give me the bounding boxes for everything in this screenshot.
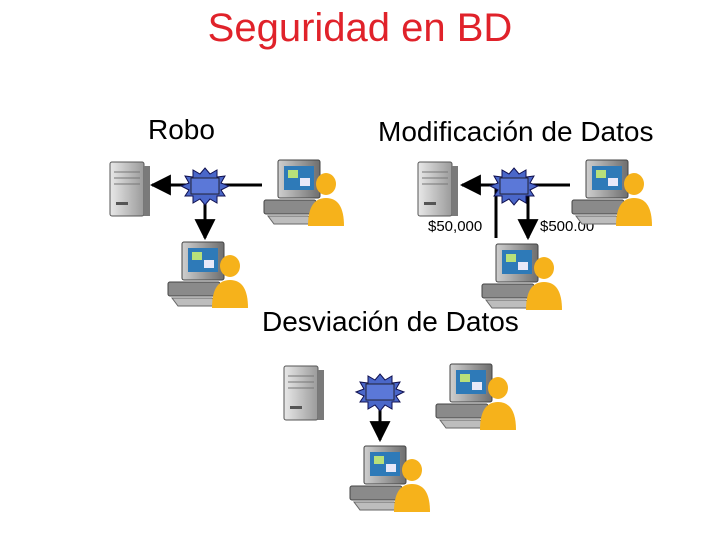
user-workstation-icon [263,159,345,227]
attacker-burst-icon [355,373,405,412]
label-desviacion: Desviación de Datos [262,306,519,337]
server-icon [283,365,325,421]
server-icon [417,161,459,217]
attacker-workstation-icon [481,243,563,311]
attacker-workstation-icon [349,445,431,513]
server-icon [109,161,151,217]
amount-before: $50,000 [428,218,483,235]
attacker-burst-icon [180,167,230,206]
label-robo: Robo [148,114,215,145]
attacker-workstation-icon [167,241,249,309]
slide-title: Seguridad en BD [207,6,513,50]
label-modificacion: Modificación de Datos [378,116,654,147]
user-workstation-icon [571,159,653,227]
user-workstation-icon [435,363,517,431]
